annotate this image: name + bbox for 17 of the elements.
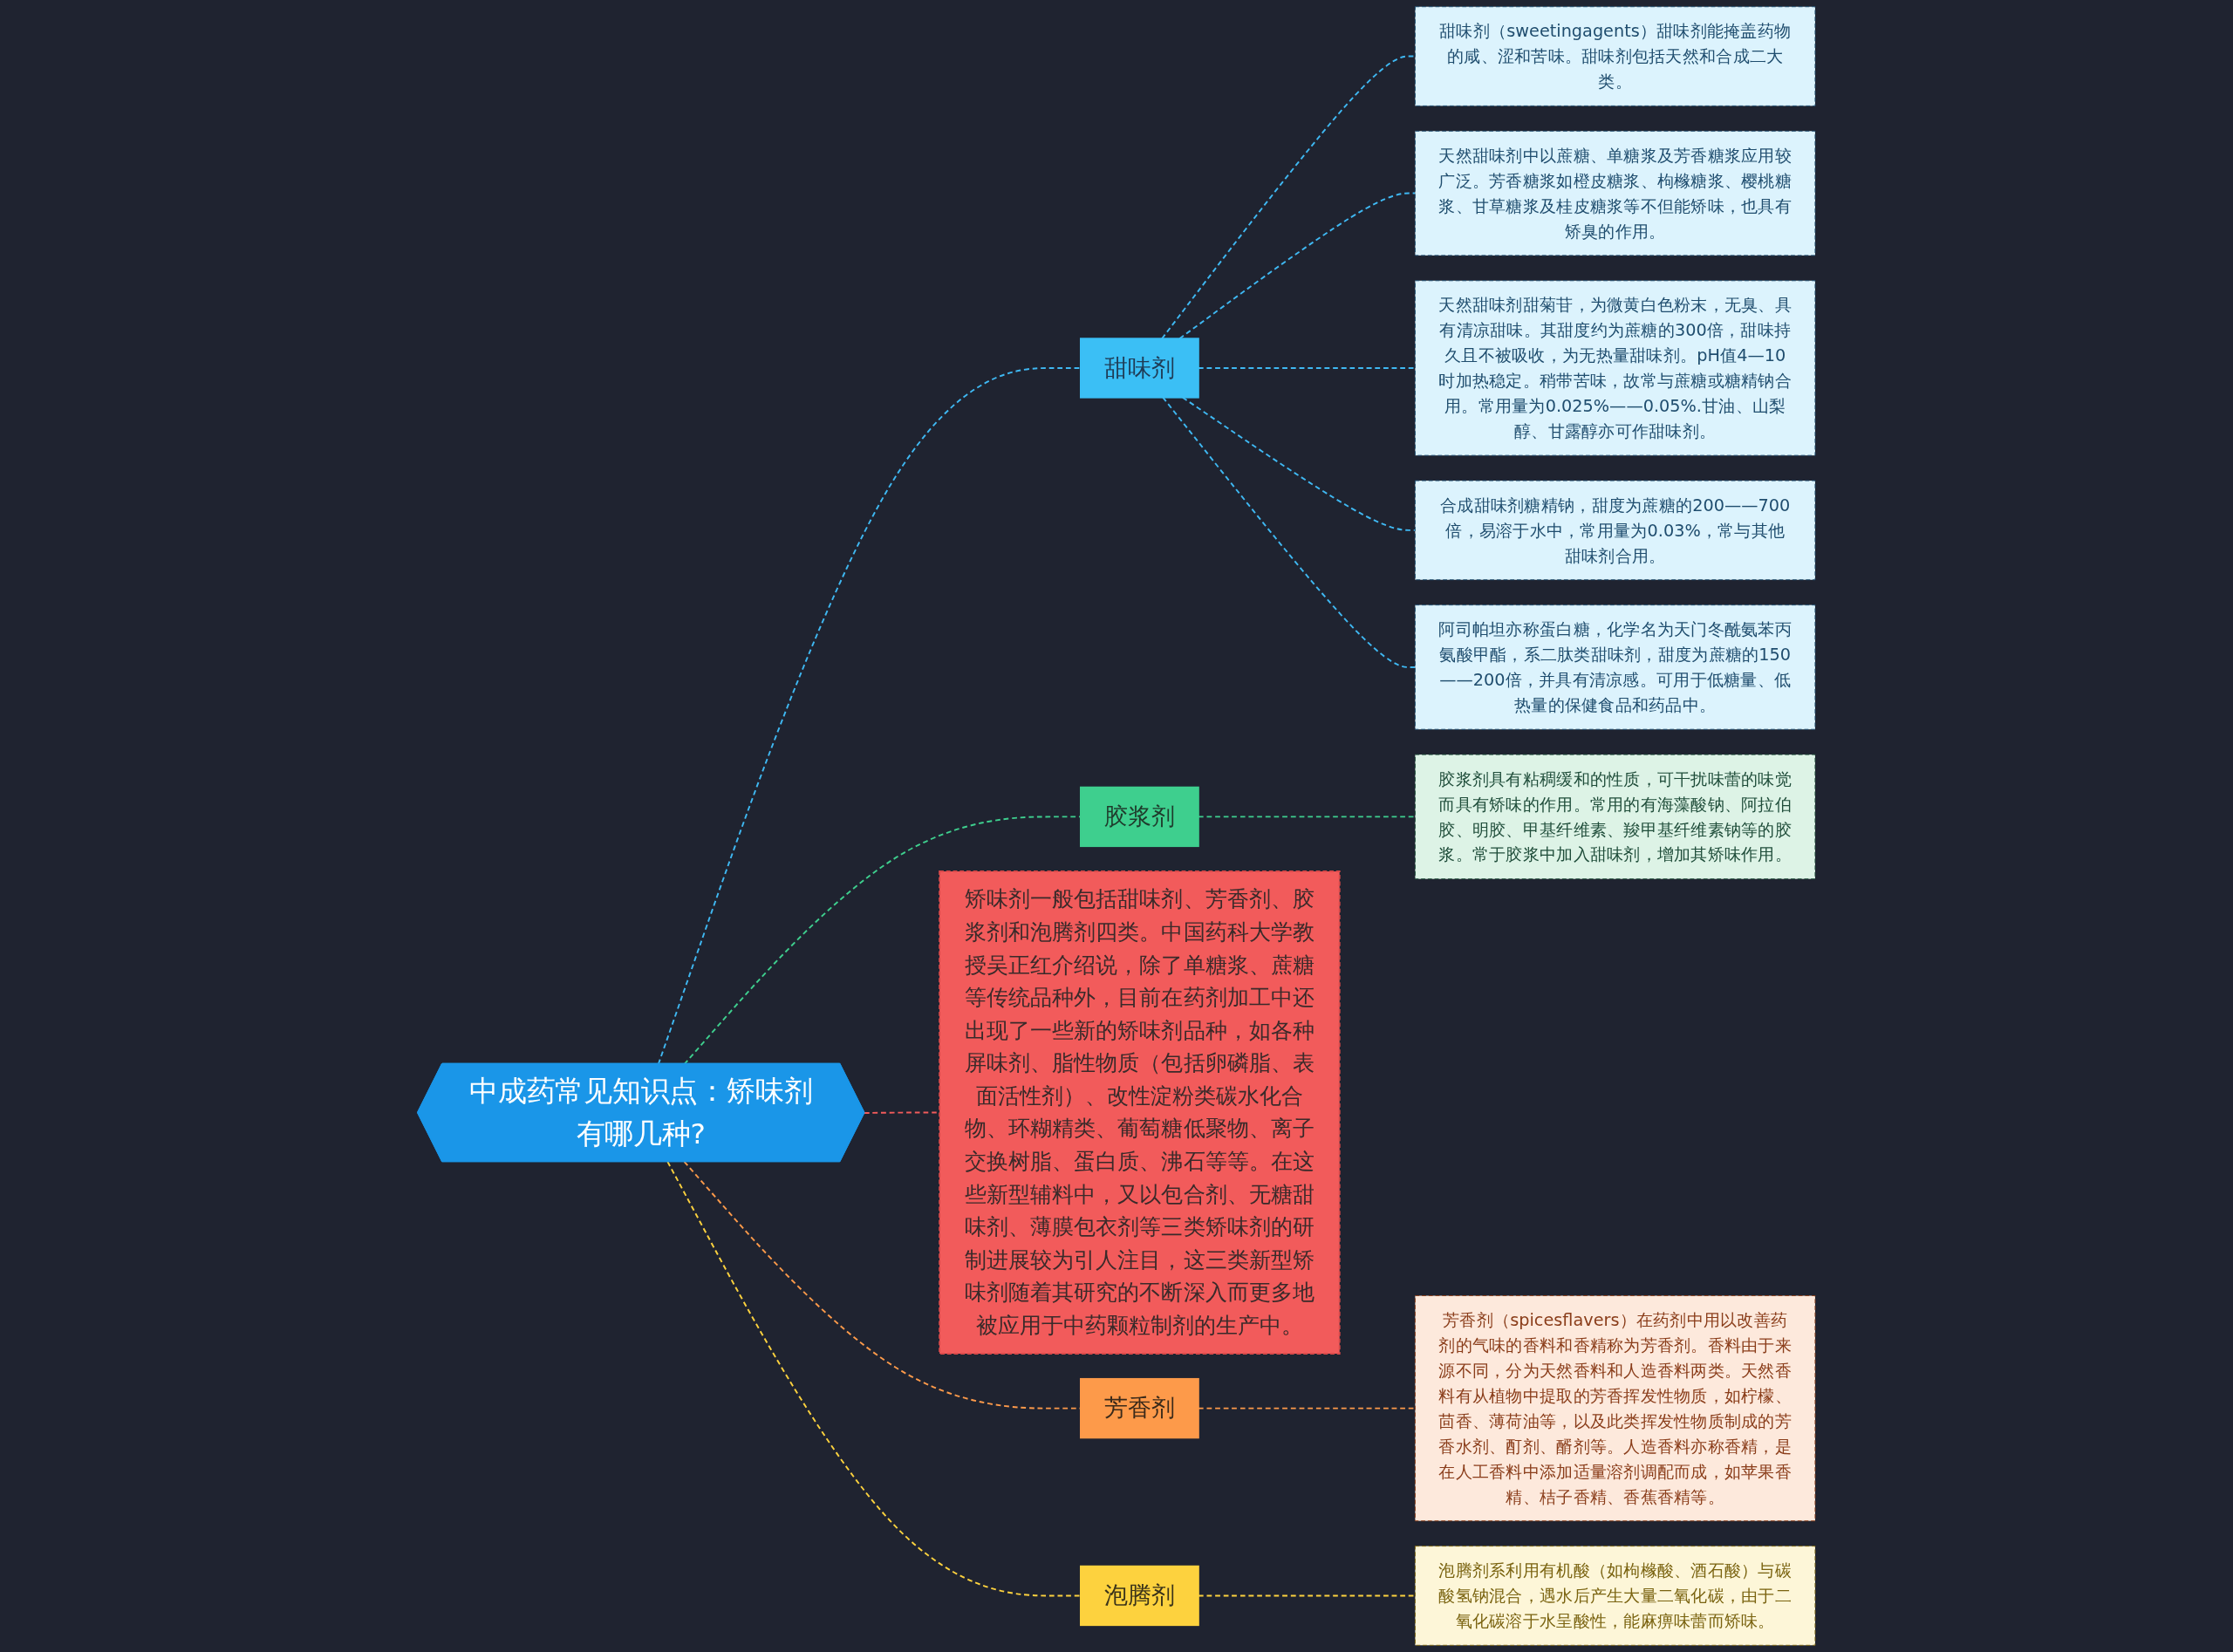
node-box: 阿司帕坦亦称蛋白糖，化学名为天门冬酰氨苯丙氨酸甲酯，系二肽类甜味剂，甜度为蔗糖的150——200倍，并具有清凉感。可用于低糖量、低热量的保健食品和药品中。 [1414, 604, 1816, 730]
node-box: 芳香剂（spicesflavers）在药剂中用以改善药剂的气味的香料和香精称为芳香剂。香料由于来源不同，分为天然香料和人造香料两类。天然香料有从植物中提取的芳香挥发性物质，如柠檬、茴香、薄荷油等，以及此类挥发性物质制成的芳香水剂、酊剂、醑剂等。人造香料亦称香精，是在人工香料中添加适量溶剂调配而成，如苹果香精、桔子香精、香蕉香精等。 [1414, 1295, 1816, 1522]
connector [1162, 396, 1417, 668]
node-box: 芳香剂 [1080, 1377, 1199, 1439]
node-box: 甜味剂（sweetingagents）甜味剂能掩盖药物的咸、涩和苦味。甜味剂包括天然和合成二大类。 [1414, 6, 1816, 106]
node-box: 泡腾剂 [1080, 1565, 1199, 1627]
connector [1178, 192, 1417, 340]
connector [1161, 55, 1417, 340]
node-box: 泡腾剂系利用有机酸（如枸橼酸、酒石酸）与碳酸氢钠混合，遇水后产生大量二氧化碳，由于二氧化碳溶于水呈酸性，能麻痹味蕾而矫味。 [1414, 1546, 1816, 1646]
node-box: 矫味剂一般包括甜味剂、芳香剂、胶浆剂和泡腾剂四类。中国药科大学教授吴正红介绍说，除了单糖浆、蔗糖等传统品种外，目前在药剂加工中还出现了一些新的矫味剂品种，如各种屏味剂、脂性物质（包括卵磷脂、表面活性剂）、改性淀粉类碳水化合物、环糊精类、葡萄糖低聚物、离子交换树脂、蛋白质、沸石等等。在这些新型辅料中，又以包合剂、无糖甜味剂、薄膜包衣剂等三类矫味剂的研制进展较为引人注目，这三类新型矫味剂随着其研究的不断深入而更多地被应用于中药颗粒制剂的生产中。 [939, 870, 1341, 1355]
node-box: 胶浆剂具有粘稠缓和的性质，可干扰味蕾的味觉而具有矫味的作用。常用的有海藻酸钠、阿拉伯胶、明胶、甲基纤维素、羧甲基纤维素钠等的胶浆。常于胶浆中加入甜味剂，增加其矫味作用。 [1414, 754, 1816, 880]
node-box: 天然甜味剂甜菊苷，为微黄白色粉末，无臭、具有清凉甜味。其甜度约为蔗糖的300倍，甜味持久且不被吸收，为无热量甜味剂。pH值4—10时加热稳定。稍带苦味，故常与蔗糖或糖精钠合用。常用量为0.025%——0.05%.甘油、山梨醇、甘露醇亦可作甜味剂。 [1414, 280, 1816, 456]
connector [1181, 396, 1417, 531]
node-box: 胶浆剂 [1080, 786, 1199, 848]
node-box: 天然甜味剂中以蔗糖、单糖浆及芳香糖浆应用较广泛。芳香糖浆如橙皮糖浆、枸橼糖浆、樱桃糖浆、甘草糖浆及桂皮糖浆等不但能矫味，也具有矫臭的作用。 [1414, 130, 1816, 256]
node-box: 甜味剂 [1080, 338, 1199, 399]
node-box: 合成甜味剂糖精钠，甜度为蔗糖的200——700倍，易溶于水中，常用量为0.03%，常与其他甜味剂合用。 [1414, 480, 1816, 581]
